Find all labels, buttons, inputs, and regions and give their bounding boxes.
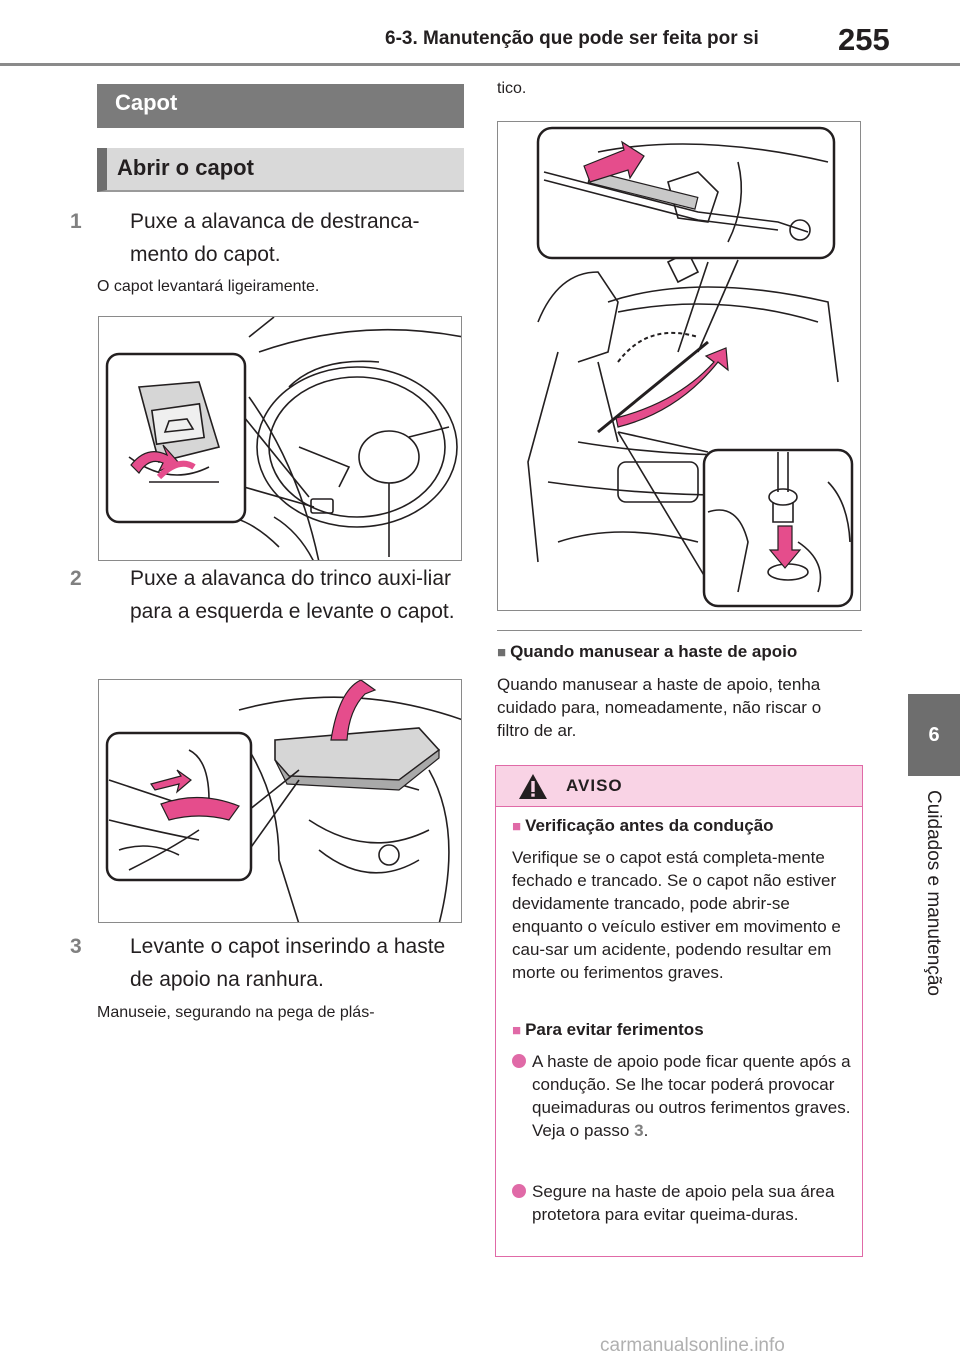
chapter-tab: 6: [908, 694, 960, 776]
warning-bullet-1: A haste de apoio pode ficar quente após …: [512, 1050, 857, 1142]
figure-auxiliary-latch: [98, 679, 462, 923]
round-bullet-icon: [512, 1184, 526, 1198]
insert-arrow-icon: [768, 525, 802, 569]
figure-divider: [497, 630, 862, 631]
header-rule: [0, 63, 960, 66]
subsection-title: Abrir o capot: [97, 148, 464, 192]
square-bullet-icon: ■: [512, 818, 522, 835]
warning-header: AVISO: [496, 766, 862, 807]
support-rod-paragraph: Quando manusear a haste de apoio, tenha …: [497, 675, 822, 740]
warning-subheading-2: ■Para evitar ferimentos: [512, 1020, 704, 1039]
swing-arrow-icon: [615, 347, 729, 428]
step-2: 2 Puxe a alavanca do trinco auxi-liar par…: [70, 562, 470, 628]
running-header: 6-3. Manutenção que pode ser feita por s…: [385, 28, 759, 49]
step-text: Puxe a alavanca de destranca-mento do ca…: [130, 210, 420, 266]
warning-subheading-1: ■Verificação antes da condução: [512, 816, 774, 835]
support-rod-illustration: [527, 126, 854, 608]
warning-paragraph-1: Verifique se o capot está completa-mente…: [512, 848, 841, 982]
step-1: 1 Puxe a alavanca de destranca-mento do c…: [70, 205, 470, 271]
step-3: 3 Levante o capot inserindo a haste de ap…: [70, 930, 470, 996]
section-title: Capot: [97, 84, 464, 128]
continued-text: tico.: [497, 80, 527, 97]
warning-bullet-2: Segure na haste de apoio pela sua área p…: [512, 1180, 857, 1226]
front-illustration: [105, 680, 461, 922]
step-3-note: Manuseie, segurando na pega de plás-: [97, 1004, 375, 1021]
round-bullet-icon: [512, 1054, 526, 1068]
step-number: 2: [70, 567, 82, 590]
step-text: Levante o capot inserindo a haste de apo…: [130, 935, 446, 991]
step-number: 3: [70, 935, 82, 958]
warning-triangle-icon: [519, 774, 547, 799]
lift-arrow-icon: [330, 680, 377, 741]
warning-box: AVISO ■Verificação antes da condução Ver…: [495, 765, 863, 1257]
chapter-label: Cuidados e manutenção: [923, 790, 944, 996]
support-rod-heading: ■Quando manusear a haste de apoio: [497, 642, 798, 661]
square-bullet-icon: ■: [497, 644, 507, 661]
interior-illustration: [105, 317, 461, 560]
step-number: 1: [70, 210, 82, 233]
slide-arrow-icon: [583, 140, 645, 183]
watermark: carmanualsonline.info: [600, 1335, 785, 1356]
step-text: Puxe a alavanca do trinco auxi-liar para…: [130, 567, 455, 623]
figure-hood-release-lever: [98, 316, 462, 561]
step-1-note: O capot levantará ligeiramente.: [97, 278, 320, 295]
page-number: 255: [838, 22, 890, 57]
figure-support-rod: [497, 121, 861, 611]
warning-title: AVISO: [566, 776, 623, 795]
square-bullet-icon: ■: [512, 1022, 522, 1039]
